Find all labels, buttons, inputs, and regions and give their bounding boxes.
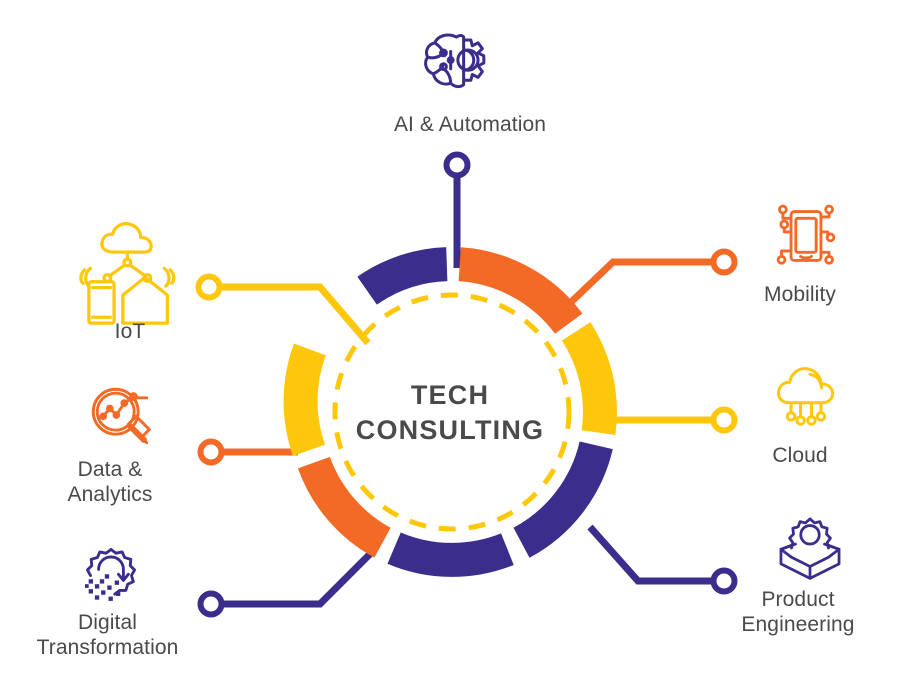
- endpoint-dot-digital-transformation[interactable]: [197, 590, 225, 618]
- connector-line-digital-transformation: [213, 549, 375, 608]
- center-title: TECH CONSULTING: [355, 380, 545, 445]
- ring-segment-ai-automation: [357, 247, 448, 305]
- ring-segment-product-engineering: [513, 441, 613, 558]
- magnifier-chart-icon: [91, 387, 151, 445]
- ring-segment-data-analytics: [297, 456, 392, 558]
- node-label-cloud[interactable]: Cloud: [772, 444, 828, 467]
- endpoint-dot-mobility[interactable]: [710, 248, 738, 276]
- node-label-ai-automation[interactable]: AI & Automation: [393, 113, 547, 136]
- ring-segment-iot: [283, 343, 326, 456]
- cloud-house-phone-icon: [79, 222, 176, 325]
- node-label-mobility[interactable]: Mobility: [764, 283, 836, 306]
- endpoint-dot-data-analytics[interactable]: [197, 438, 225, 466]
- endpoint-dot-cloud[interactable]: [710, 406, 738, 434]
- endpoint-dot-product-engineering[interactable]: [710, 567, 738, 595]
- connector-lines: [211, 166, 722, 608]
- connector-line-product-engineering: [587, 524, 722, 585]
- node-label-data-analytics[interactable]: Data & Analytics: [67, 458, 153, 506]
- gear-pixel-arrow-icon: [84, 548, 136, 601]
- cloud-nodes-icon: [777, 367, 835, 426]
- node-label-digital-transformation[interactable]: Digital Transformation: [36, 611, 179, 659]
- node-label-iot[interactable]: IoT: [114, 320, 146, 343]
- segmented-ring: [283, 247, 617, 577]
- ring-segment-digital-transformation: [387, 532, 514, 577]
- ring-segment-cloud: [561, 322, 617, 435]
- endpoint-dot-ai-automation[interactable]: [443, 151, 471, 179]
- endpoint-dot-iot[interactable]: [195, 273, 223, 301]
- box-gear-icon: [779, 517, 841, 580]
- node-label-product-engineering[interactable]: Product Engineering: [741, 588, 855, 636]
- dashed-inner-circle: [332, 292, 572, 532]
- brain-gear-icon: [424, 33, 486, 89]
- connector-line-iot: [211, 283, 371, 346]
- connector-endpoint-dots: [195, 151, 738, 618]
- ring-segment-mobility: [458, 247, 583, 335]
- connector-line-mobility: [565, 258, 722, 308]
- smartphone-circuit-icon: [776, 204, 836, 265]
